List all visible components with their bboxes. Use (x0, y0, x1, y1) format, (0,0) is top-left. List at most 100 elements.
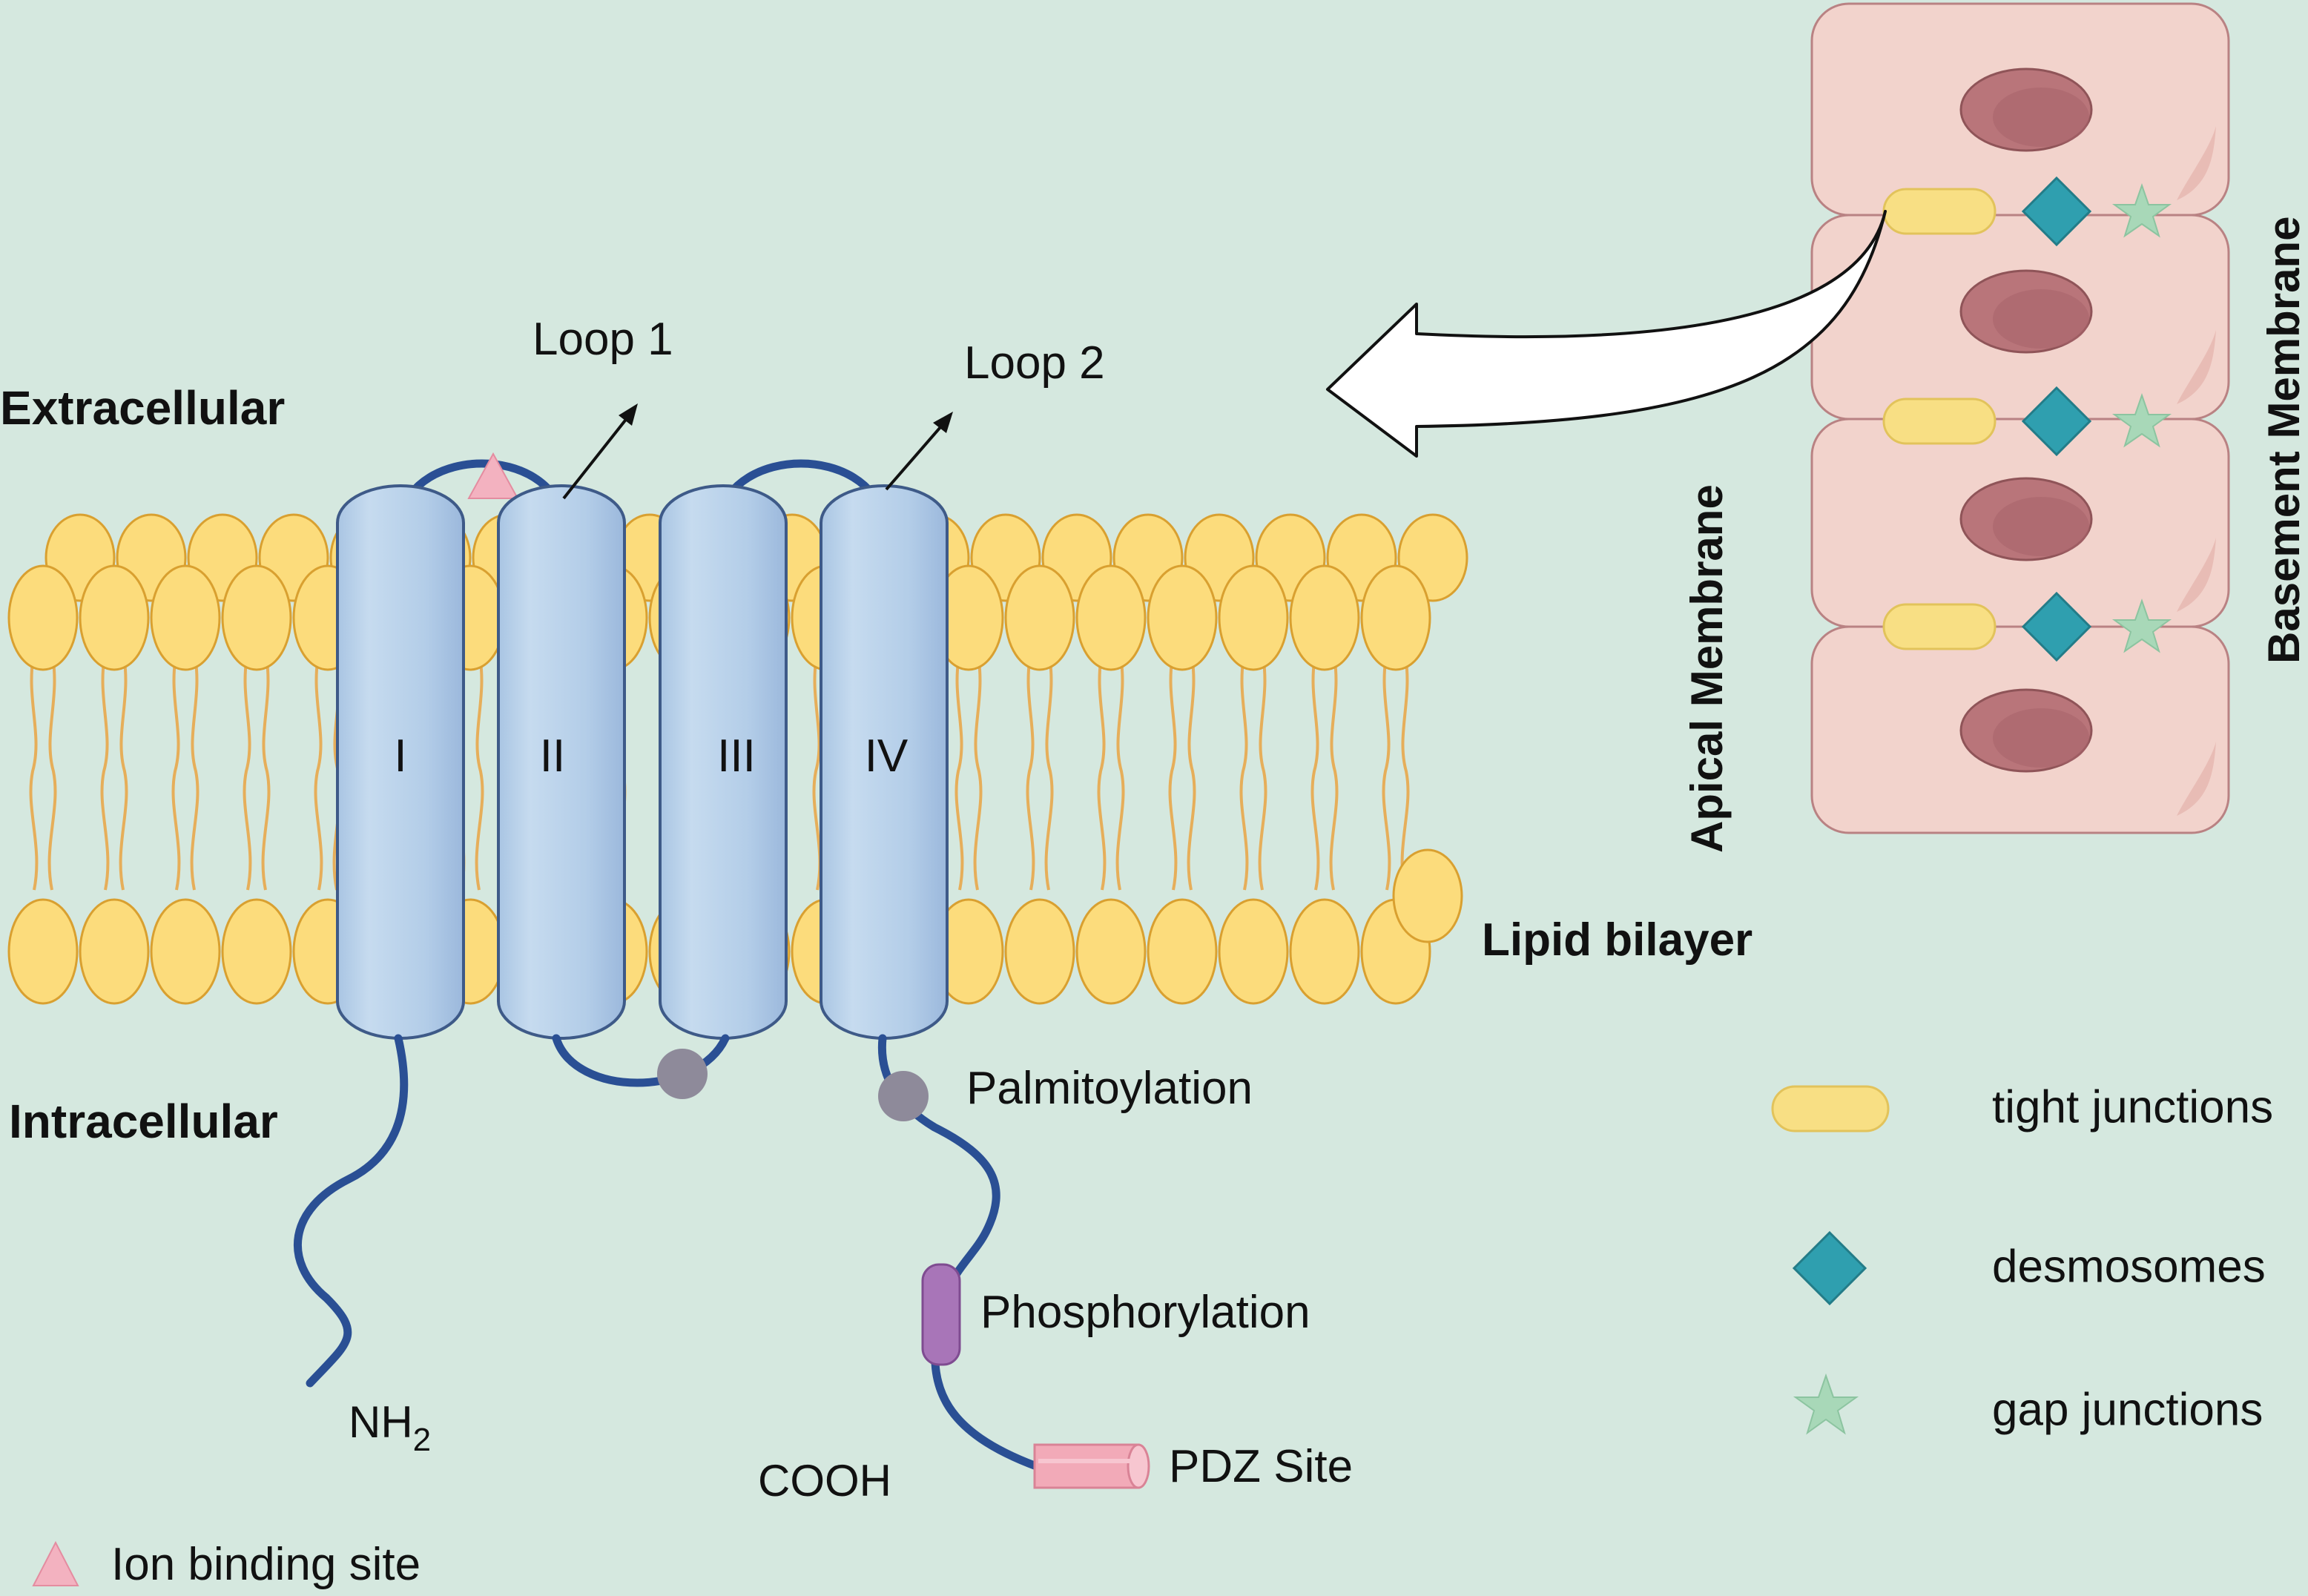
epithelial-cell-stack (1810, 2, 2230, 834)
phosphorylation-site-marker (921, 1263, 961, 1366)
lipid-tail (1310, 652, 1320, 891)
helix-4: IV (820, 484, 949, 1040)
epithelial-cell (1810, 418, 2230, 628)
lipid-head (1392, 848, 1463, 943)
palmitoylation-site-c-terminus (878, 1071, 929, 1121)
helix-2-label: II (540, 731, 565, 782)
ion-binding-legend-icon (32, 1540, 79, 1586)
lipid-head (1004, 898, 1075, 1005)
lipid-head (221, 898, 292, 1005)
lipid-head (150, 564, 221, 671)
tight-junction-legend-icon (1771, 1085, 1890, 1132)
gap-junction (2111, 392, 2172, 448)
lipid-bilayer-label: Lipid bilayer (1482, 914, 1753, 966)
lipid-tail (171, 652, 181, 891)
desmosome-legend-label: desmosomes (1992, 1241, 2266, 1292)
lipid-head (1218, 898, 1289, 1005)
desmosome (2021, 176, 2092, 247)
helix-1: I (336, 484, 465, 1040)
junction-row (1882, 386, 2172, 457)
junction-row (1882, 176, 2172, 247)
helix-2: II (497, 484, 626, 1040)
lipid-head (1289, 898, 1360, 1005)
extracellular-label: Extracellular (0, 381, 285, 435)
lipid-tail (1400, 652, 1410, 891)
lipid-head (7, 564, 79, 671)
phosphorylation-label: Phosphorylation (980, 1287, 1310, 1338)
helix-3: III (659, 484, 788, 1040)
pdz-site-label: PDZ Site (1169, 1441, 1353, 1492)
intracellular-loop-backbone (552, 1034, 730, 1087)
tight-junction (1882, 398, 1997, 445)
lipid-tail (47, 652, 57, 891)
intracellular-label: Intracellular (9, 1095, 278, 1148)
lipid-head (1360, 564, 1431, 671)
lipid-tail (1382, 652, 1391, 891)
helix-3-label: III (717, 731, 756, 782)
gap-junction-legend-icon (1793, 1373, 1859, 1435)
tight-junction (1882, 188, 1997, 235)
lipid-head (1218, 564, 1289, 671)
loop-1-pointer (562, 403, 638, 500)
loop-2-label: Loop 2 (964, 337, 1105, 389)
lipid-tail (314, 652, 323, 891)
palmitoylation-label: Palmitoylation (966, 1063, 1253, 1114)
lipid-tail (1258, 652, 1267, 891)
desmosome (2021, 386, 2092, 457)
lipid-head (1147, 564, 1218, 671)
ion-binding-site-marker (467, 452, 519, 499)
junction-row (1882, 591, 2172, 662)
epithelial-cell (1810, 2, 2230, 217)
helix-1-label: I (394, 731, 406, 782)
loop-2-pointer (885, 412, 953, 491)
zoom-arrow (1326, 210, 1887, 458)
lipid-tail (100, 652, 110, 891)
n-terminus-tail (293, 1034, 409, 1388)
c-terminus-label: COOH (758, 1456, 891, 1506)
desmosome-legend-icon (1792, 1230, 1867, 1306)
lipid-head (150, 898, 221, 1005)
lipid-tail (973, 652, 983, 891)
gap-junction (2111, 182, 2172, 238)
lipid-tail (1097, 652, 1107, 891)
lipid-head (1147, 898, 1218, 1005)
gap-junction (2111, 598, 2172, 653)
ion-binding-legend-label: Ion binding site (111, 1539, 421, 1590)
lipid-tail (1187, 652, 1196, 891)
lipid-tail (812, 652, 822, 891)
lipid-head (1004, 564, 1075, 671)
lipid-head (1075, 898, 1147, 1005)
epithelial-cell (1810, 214, 2230, 421)
pdz-site-marker (1033, 1443, 1150, 1489)
loop-1-label: Loop 1 (533, 314, 673, 365)
basement-membrane-label: Basement Membrane (2259, 216, 2308, 664)
gap-junction-legend-label: gap junctions (1992, 1384, 2263, 1435)
lipid-head (79, 898, 150, 1005)
lipid-tail (243, 652, 252, 891)
lipid-tail (475, 652, 484, 891)
epithelial-cell (1810, 625, 2230, 834)
lipid-tail (261, 652, 271, 891)
lipid-tail (190, 652, 200, 891)
lipid-tail (954, 652, 964, 891)
apical-membrane-label: Apical Membrane (1682, 484, 1732, 853)
tight-junction-legend-label: tight junctions (1992, 1081, 2273, 1132)
lipid-tail (119, 652, 128, 891)
lipid-tail (1026, 652, 1035, 891)
n-terminus-label: NH2 (349, 1397, 431, 1458)
palmitoylation-site-loop (657, 1049, 708, 1099)
lipid-head (7, 898, 79, 1005)
helix-4-label: IV (865, 731, 909, 782)
lipid-tail (1239, 652, 1249, 891)
tight-junction (1882, 603, 1997, 650)
desmosome (2021, 591, 2092, 662)
lipid-tail (1115, 652, 1125, 891)
lipid-tail (1044, 652, 1054, 891)
lipid-head (221, 564, 292, 671)
lipid-head (1289, 564, 1360, 671)
lipid-tail (1168, 652, 1178, 891)
lipid-head (79, 564, 150, 671)
lipid-head (1075, 564, 1147, 671)
lipid-tail (29, 652, 39, 891)
